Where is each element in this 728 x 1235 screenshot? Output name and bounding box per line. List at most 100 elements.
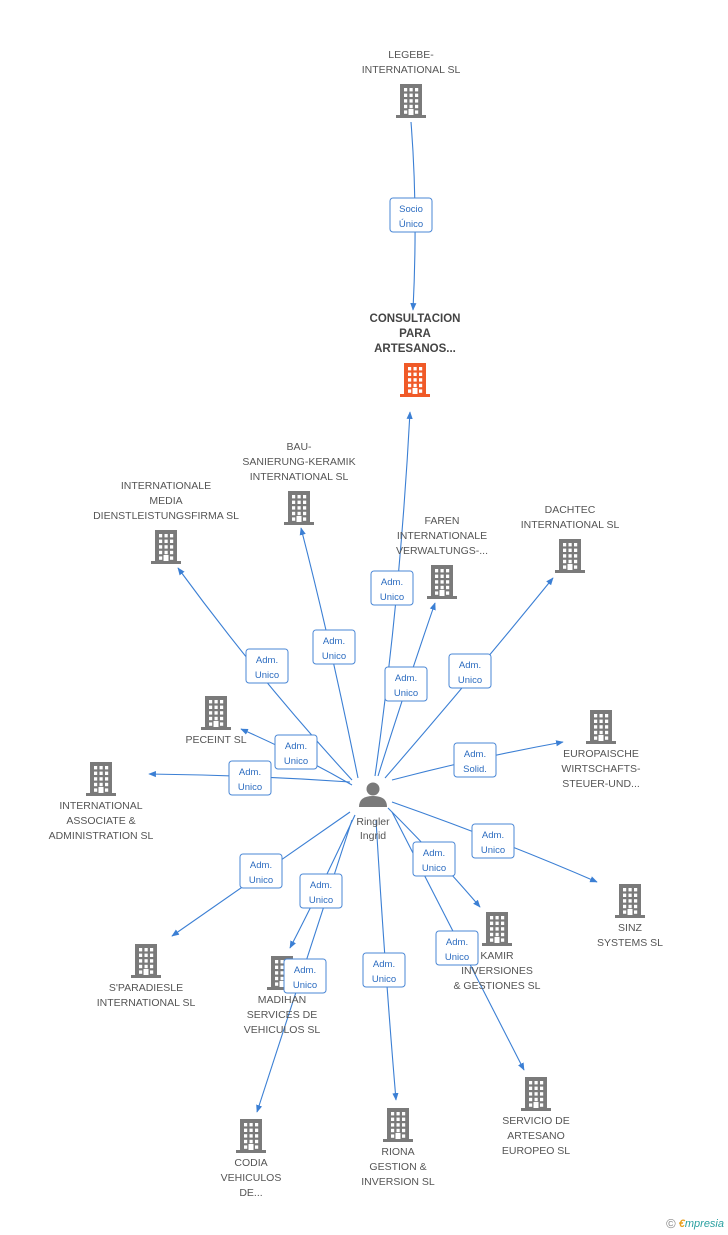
edge-badge-text: Unico <box>458 675 482 686</box>
node-label-line: ARTESANOS... <box>374 343 456 355</box>
building-icon-codia[interactable] <box>236 1119 266 1153</box>
edge-badge-text: Unico <box>284 756 308 767</box>
edge-badge-text: Único <box>399 219 423 230</box>
building-icon-iaa[interactable] <box>86 762 116 796</box>
node-label-line: WIRTSCHAFTS- <box>561 763 641 775</box>
edge-badge-text: Adm. <box>381 577 403 588</box>
edge-badge-servicio[interactable]: Adm.Unico <box>435 930 479 966</box>
node-label-line: ASSOCIATE & <box>66 815 135 827</box>
brand-logo[interactable]: €mpresia <box>678 1217 724 1230</box>
edge-badge-bau[interactable]: Adm.Unico <box>312 629 356 665</box>
node-label-line: LEGEBE- <box>388 49 434 61</box>
node-label-line: CONSULTACION <box>370 313 461 325</box>
node-label-line: STEUER-UND... <box>562 778 640 790</box>
building-icon-legebe[interactable] <box>396 84 426 118</box>
building-icon-bau[interactable] <box>284 491 314 525</box>
edge-badge-text: Adm. <box>310 880 332 891</box>
building-icon-sinz[interactable] <box>615 884 645 918</box>
edge-badge-text: Adm. <box>482 830 504 841</box>
building-icon-consultacion[interactable] <box>400 363 430 397</box>
edge-badge-text: Adm. <box>239 767 261 778</box>
edge-badge-imdf[interactable]: Adm.Unico <box>245 648 289 684</box>
building-icon-imdf[interactable] <box>151 530 181 564</box>
edge-badge-text: Adm. <box>459 660 481 671</box>
edge-badge-riona[interactable]: Adm.Unico <box>362 952 406 988</box>
edge-badge-text: Adm. <box>294 965 316 976</box>
footer: © €mpresia <box>666 1216 724 1231</box>
node-label-line: DE... <box>239 1187 262 1199</box>
edge-badge-text: Unico <box>255 670 279 681</box>
edge-badge-sinz[interactable]: Adm.Unico <box>471 823 515 859</box>
edge-badge-kamir[interactable]: Adm.Unico <box>412 841 456 877</box>
node-label-bau: BAU- SANIERUNG-KERAMIK INTERNATIONAL SL <box>242 441 355 483</box>
node-label-line: INTERNATIONAL SL <box>250 471 349 483</box>
node-label-line: SANIERUNG-KERAMIK <box>242 456 355 468</box>
node-label-peceint: PECEINT SL <box>185 734 246 746</box>
node-label-line: BAU- <box>286 441 312 453</box>
node-label-line: INVERSION SL <box>361 1176 435 1188</box>
node-label-line: SERVICES DE <box>247 1009 317 1021</box>
building-icon-sparadiesle[interactable] <box>131 944 161 978</box>
node-label-line: KAMIR <box>480 950 514 962</box>
edge-badge-text: Adm. <box>446 937 468 948</box>
node-label-riona: RIONA GESTION & INVERSION SL <box>361 1146 435 1188</box>
node-label-line: PECEINT SL <box>185 734 246 746</box>
edge-badge-sparadiesle[interactable]: Adm.Unico <box>239 853 283 889</box>
edge-badge-madihan[interactable]: Adm. Unico <box>299 873 343 909</box>
edge-badge-text: Socio <box>399 204 423 215</box>
node-label-line: INTERNATIONAL SL <box>362 64 461 76</box>
building-icon-riona[interactable] <box>383 1108 413 1142</box>
edge-badge-dachtec[interactable]: Adm. Unico <box>448 653 492 689</box>
node-label-line: INTERNATIONAL SL <box>97 997 196 1009</box>
node-label-codia: CODIA VEHICULOS DE... <box>221 1157 282 1199</box>
edge-badge-text: Adm. <box>395 673 417 684</box>
building-icon-faren[interactable] <box>427 565 457 599</box>
building-icon-dachtec[interactable] <box>555 539 585 573</box>
edge-badge-faren[interactable]: Adm. Unico <box>384 666 428 702</box>
node-label-line: VERWALTUNGS-... <box>396 545 488 557</box>
building-icon-peceint[interactable] <box>201 696 231 730</box>
node-label-line: INTERNATIONAL <box>59 800 142 812</box>
edge-badge-peceint[interactable]: Adm. Unico <box>274 734 318 770</box>
edge-badge-text: Adm. <box>323 636 345 647</box>
node-label-line: PARA <box>399 328 431 340</box>
node-label-line: INTERNATIONALE <box>121 480 211 492</box>
edge-badge-europaische[interactable]: Adm.Solid. <box>453 742 497 778</box>
person-icon[interactable] <box>359 782 387 808</box>
node-label-line: VEHICULOS <box>221 1172 282 1184</box>
edge-badge-text: Unico <box>394 688 418 699</box>
node-label-line: SERVICIO DE <box>502 1115 570 1127</box>
node-label-legebe: LEGEBE- INTERNATIONAL SL <box>362 49 461 76</box>
building-icon-kamir[interactable] <box>482 912 512 946</box>
edge-badge-consultacion[interactable]: Adm.Unico <box>370 570 414 606</box>
node-label-line: RIONA <box>381 1146 414 1158</box>
edge-badge-iaa[interactable]: Adm.Unico <box>228 760 272 796</box>
node-label-line: GESTION & <box>369 1161 426 1173</box>
node-label-line: MADIHAN <box>258 994 306 1006</box>
person-label-line: Ingrid <box>360 830 386 842</box>
edge-badge-text: Unico <box>372 974 396 985</box>
building-icon-europaische[interactable] <box>586 710 616 744</box>
edge-badge-text: Adm. <box>285 741 307 752</box>
node-label-line: SYSTEMS SL <box>597 937 663 949</box>
edge-badge-text: Unico <box>309 895 333 906</box>
person-label-line: Ringler <box>356 816 390 828</box>
building-icon-servicio[interactable] <box>521 1077 551 1111</box>
node-label-line: CODIA <box>234 1157 267 1169</box>
copyright-icon: © <box>666 1216 676 1231</box>
edge-badge-text: Unico <box>249 875 273 886</box>
edge-badge-codia[interactable]: Adm.Unico <box>283 958 327 994</box>
